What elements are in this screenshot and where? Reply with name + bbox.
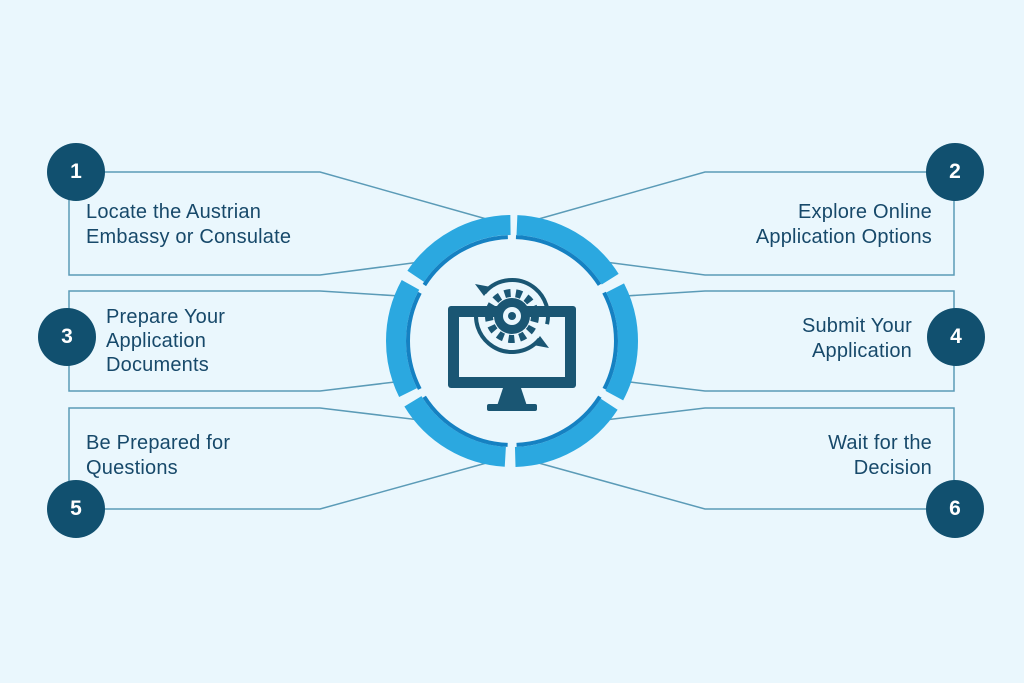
step-4-text: Submit Your Application (802, 314, 912, 364)
step-3-line-3: Documents (106, 354, 209, 376)
step-2-badge: 2 (926, 143, 984, 201)
step-3-text: Prepare Your Application Documents (106, 305, 225, 377)
step-2-line-1: Explore Online (798, 201, 932, 223)
step-5-line-1: Be Prepared for (86, 432, 231, 454)
step-3-connector (68, 356, 396, 392)
step-6-connector (534, 461, 945, 510)
step-1-text: Locate the Austrian Embassy or Consulate (86, 200, 291, 250)
step-4-line-1: Submit Your (801, 315, 912, 337)
step-3-line-2: Application (106, 330, 207, 352)
center-ring (386, 215, 638, 467)
step-6-line-1: Wait for the (828, 432, 932, 454)
step-3-box (68, 290, 401, 318)
step-1-badge: 1 (47, 143, 105, 201)
step-1-connector (80, 171, 491, 221)
step-2-connector (534, 171, 945, 221)
step-4-line-2: Application (811, 340, 912, 362)
step-5-connector (80, 461, 491, 510)
step-1-line-2: Embassy or Consulate (86, 226, 292, 248)
step-6-line-2: Decision (853, 457, 932, 479)
step-3-line-1: Prepare Your (106, 306, 226, 328)
step-4-badge: 4 (927, 308, 985, 366)
step-2-text: Explore Online Application Options (756, 200, 932, 250)
step-4-box (624, 290, 955, 318)
step-6-badge: 6 (926, 480, 984, 538)
step-5-badge: 5 (47, 480, 105, 538)
step-5-line-2: Questions (86, 457, 178, 479)
step-4-connector (629, 356, 955, 392)
step-6-text: Wait for the Decision (828, 431, 932, 481)
step-1-line-1: Locate the Austrian (86, 201, 262, 223)
step-2-line-2: Application Options (755, 226, 932, 248)
monitor-gear-sync-icon (448, 278, 576, 411)
step-5-text: Be Prepared for Questions (86, 431, 230, 481)
step-3-badge: 3 (38, 308, 96, 366)
